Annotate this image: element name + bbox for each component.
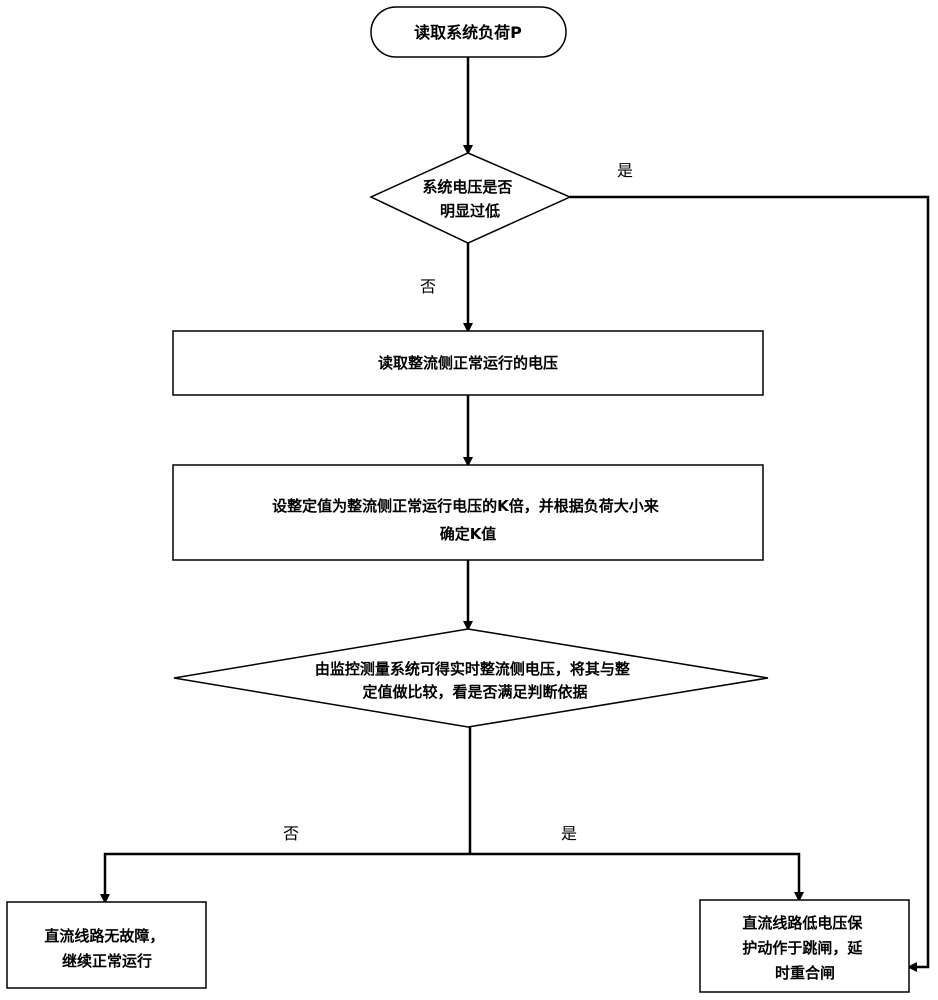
- trip-node: 直流线路低电压保 护动作于跳闸，延 时重合闸: [699, 899, 910, 993]
- svg-text:读取系统负荷P: 读取系统负荷P: [414, 23, 522, 42]
- set-value-line2: 确定K值: [440, 525, 497, 543]
- arrow-compare-no: [100, 852, 470, 904]
- svg-text:读取整流侧正常运行的电压: 读取整流侧正常运行的电压: [378, 354, 558, 372]
- decision-voltage-node: 系统电压是否 明显过低: [369, 152, 572, 244]
- connectors: [100, 57, 930, 972]
- decision-compare-node: 由监控测量系统可得实时整流侧电压，将其与整 定值做比较，看是否满足判断依据: [173, 628, 769, 728]
- arrow-decision-yes-to-trip: [570, 195, 930, 972]
- trip-line3: 时重合闸: [775, 964, 835, 982]
- edge-label-compare-no: 否: [283, 824, 299, 843]
- set-value-node: 设整定值为整流侧正常运行电压的K倍，并根据负荷大小来 确定K值: [172, 464, 764, 561]
- no-fault-line1: 直流线路无故障，: [44, 927, 164, 945]
- svg-text:设整定值为整流侧正常运行电压的K倍，并根据负荷大小来: 设整定值为整流侧正常运行电压的K倍，并根据负荷大小来 确定K值: [272, 497, 664, 543]
- set-value-line1: 设整定值为整流侧正常运行电压的K倍，并根据负荷大小来: [272, 497, 660, 515]
- start-node-label: 读取系统负荷P: [414, 23, 522, 42]
- trip-line1: 直流线路低电压保: [742, 914, 863, 932]
- no-fault-node: 直流线路无故障， 继续正常运行: [6, 901, 207, 989]
- trip-line2: 护动作于跳闸，延: [742, 939, 863, 957]
- decision-compare-line2: 定值做比较，看是否满足判断依据: [362, 683, 587, 701]
- svg-text:直流线路低电压保 护动作于跳闸，延: 直流线路低电压保 护动作于跳闸，延 时重合闸: [742, 914, 867, 982]
- no-fault-line2: 继续正常运行: [62, 952, 152, 970]
- decision-voltage-line1: 系统电压是否: [422, 178, 512, 196]
- edge-label-compare-yes: 是: [561, 824, 577, 843]
- svg-text:直流线路无故障， 继续正常运行: 直流线路无故障， 继续正常运行: [44, 927, 169, 970]
- edge-label-voltage-yes: 是: [617, 161, 633, 180]
- svg-text:由监控测量系统可得实时整流侧电压，将其与整 定值: 由监控测量系统可得实时整流侧电压，将其与整 定值做比较，看是否满足判断依据: [315, 660, 635, 701]
- decision-compare-line1: 由监控测量系统可得实时整流侧电压，将其与整: [315, 660, 630, 678]
- read-rectifier-label: 读取整流侧正常运行的电压: [378, 354, 558, 372]
- svg-text:系统电压是否 明显过低: 系统电压是否 明显过低: [422, 178, 517, 220]
- read-rectifier-node: 读取整流侧正常运行的电压: [172, 330, 764, 396]
- start-node: 读取系统负荷P: [370, 6, 567, 58]
- edge-label-voltage-no: 否: [420, 277, 436, 296]
- arrow-compare-yes: [470, 852, 804, 902]
- decision-voltage-line2: 明显过低: [440, 202, 500, 220]
